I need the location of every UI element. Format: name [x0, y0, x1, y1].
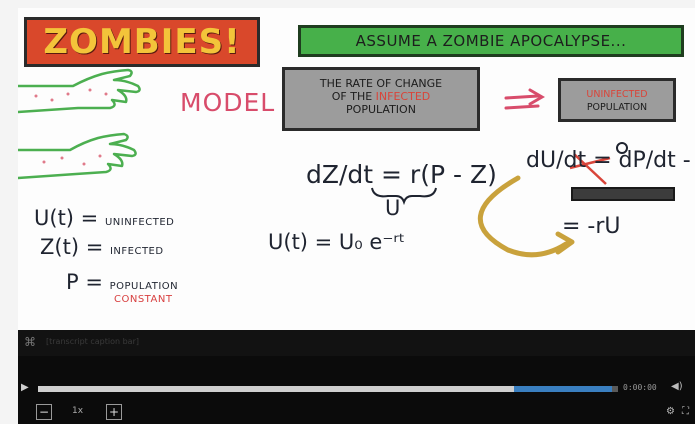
- uninf-box-line1: UNINFECTED: [586, 89, 648, 100]
- zombie-hands-illustration: [18, 68, 141, 180]
- rate-of-change-box: THE RATE OF CHANGE OF THE INFECTED POPUL…: [282, 67, 480, 131]
- equation-dz-dt: dZ/dt = r(P - Z): [306, 160, 497, 189]
- cancel-mark: [569, 153, 611, 185]
- curved-arrow-head: [555, 231, 575, 255]
- video-player[interactable]: ZOMBIES! ASSUME A ZOMBIE APOCALYPSE... M…: [18, 8, 695, 424]
- underbrace: [371, 187, 437, 206]
- progress-buffered: [513, 386, 613, 392]
- definition-u: U(t) = UNINFECTED: [34, 206, 175, 230]
- uninf-box-line2: POPULATION: [586, 102, 648, 113]
- constant-label: CONSTANT: [114, 294, 173, 305]
- whiteboard-drawing: [18, 68, 628, 258]
- uninfected-population-box: UNINFECTED POPULATION: [558, 78, 676, 122]
- volume-icon[interactable]: ◀): [671, 381, 683, 392]
- equation-u-under: U: [385, 196, 401, 220]
- equation-solution: U(t) = U₀ e⁻ʳᵗ: [268, 230, 406, 254]
- caption-bar: ⌘ [transcript caption bar]: [18, 330, 695, 356]
- rate-box-line2: OF THE INFECTED: [331, 90, 431, 103]
- dark-label-bar: [571, 187, 675, 201]
- increase-speed-button[interactable]: +: [106, 404, 122, 420]
- gear-icon[interactable]: ⚙: [666, 406, 675, 417]
- curved-arrow: [478, 175, 569, 258]
- rate-box-line1: THE RATE OF CHANGE: [319, 77, 443, 90]
- rate-box-line3: POPULATION: [346, 103, 416, 116]
- assume-banner: ASSUME A ZOMBIE APOCALYPSE...: [298, 25, 684, 57]
- model-label: MODEL: [180, 88, 276, 117]
- closed-caption-icon[interactable]: ⌘: [24, 335, 36, 349]
- fullscreen-icon[interactable]: ⛶: [682, 406, 689, 417]
- time-readout: 0:00:00: [623, 383, 657, 392]
- progress-bar[interactable]: [38, 386, 618, 392]
- title-banner: ZOMBIES!: [24, 17, 260, 67]
- zombie-hand-spots: [34, 88, 108, 166]
- decrease-speed-button[interactable]: −: [36, 404, 52, 420]
- speed-label[interactable]: 1x: [72, 406, 84, 416]
- caption-text: [transcript caption bar]: [46, 337, 139, 346]
- definition-z: Z(t) = INFECTED: [40, 235, 164, 259]
- equation-du-dt: dU/dt = dP/dt - dZ/dt: [526, 148, 695, 173]
- play-icon[interactable]: ▶: [21, 382, 29, 393]
- progress-played: [38, 386, 514, 392]
- definition-p: P = POPULATION: [66, 270, 179, 294]
- video-frame[interactable]: ZOMBIES! ASSUME A ZOMBIE APOCALYPSE... M…: [18, 8, 695, 330]
- equals-arrow: [504, 88, 545, 110]
- equation-result: = -rU: [562, 214, 621, 239]
